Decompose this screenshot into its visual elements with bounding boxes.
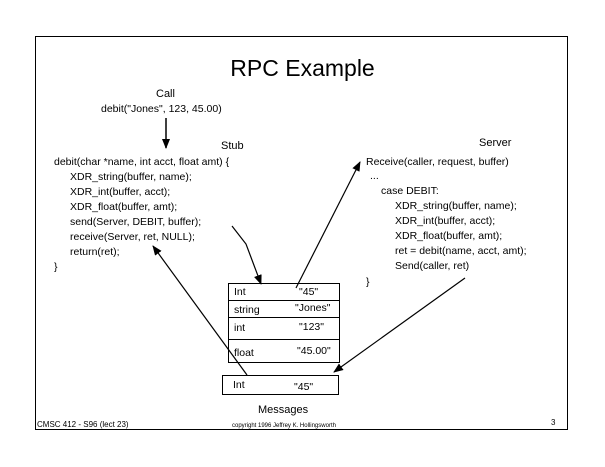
message-field-value: "Jones" [295, 302, 331, 314]
message-field-row: float "45.00" [229, 339, 339, 364]
message-field-row: int "123" [229, 317, 339, 339]
server-label: Server [479, 137, 512, 149]
server-line: case DEBIT: [381, 185, 439, 197]
message-field-type: float [234, 347, 254, 359]
stub-line: XDR_float(buffer, amt); [70, 201, 178, 213]
slide-frame [35, 36, 568, 430]
reply-message-box: Int "45" [222, 375, 339, 395]
message-to-server-arrow [295, 161, 361, 289]
footer-course: CMSC 412 - S96 (lect 23) [37, 420, 129, 429]
footer-copyright: copyright 1996 Jeffrey K. Hollingsworth [232, 423, 336, 429]
footer-page-number: 3 [551, 418, 556, 427]
message-field-type: Int [233, 379, 245, 391]
stub-line: debit(char *name, int acct, float amt) { [54, 156, 230, 168]
message-field-value: "123" [299, 321, 324, 333]
server-line: ret = debit(name, acct, amt); [395, 245, 527, 257]
message-field-value: "45" [299, 286, 319, 298]
stub-label: Stub [221, 140, 244, 152]
call-label: Call [156, 88, 175, 100]
message-field-row: Int "45" [229, 284, 339, 300]
server-line: } [366, 276, 370, 288]
reply-to-stub-arrow [152, 245, 248, 376]
message-field-value: "45.00" [297, 345, 331, 357]
stub-line: send(Server, DEBIT, buffer); [70, 216, 202, 228]
message-field-type: string [234, 304, 260, 316]
slide-title: RPC Example [230, 55, 375, 81]
message-field-type: Int [234, 286, 246, 298]
stub-line: XDR_int(buffer, acct); [70, 186, 171, 198]
server-line: ... [370, 170, 379, 182]
messages-label: Messages [258, 404, 309, 416]
stub-line: XDR_string(buffer, name); [70, 171, 192, 183]
message-field-value: "45" [294, 381, 314, 393]
server-line: Receive(caller, request, buffer) [366, 156, 509, 168]
stub-line: receive(Server, ret, NULL); [70, 231, 195, 243]
server-line: XDR_string(buffer, name); [395, 200, 517, 212]
stub-line: } [54, 261, 58, 273]
reply-from-server-arrow [333, 277, 466, 373]
send-to-message-arrow [231, 225, 262, 285]
call-statement: debit("Jones", 123, 45.00) [101, 103, 222, 115]
server-line: Send(caller, ret) [395, 260, 470, 272]
message-field-type: int [234, 322, 246, 334]
server-line: XDR_int(buffer, acct); [395, 215, 496, 227]
stub-line: return(ret); [70, 246, 120, 258]
server-line: XDR_float(buffer, amt); [395, 230, 503, 242]
message-field-row: string "Jones" [229, 300, 339, 317]
request-message-box: Int "45" string "Jones" int "123" float … [228, 283, 340, 363]
